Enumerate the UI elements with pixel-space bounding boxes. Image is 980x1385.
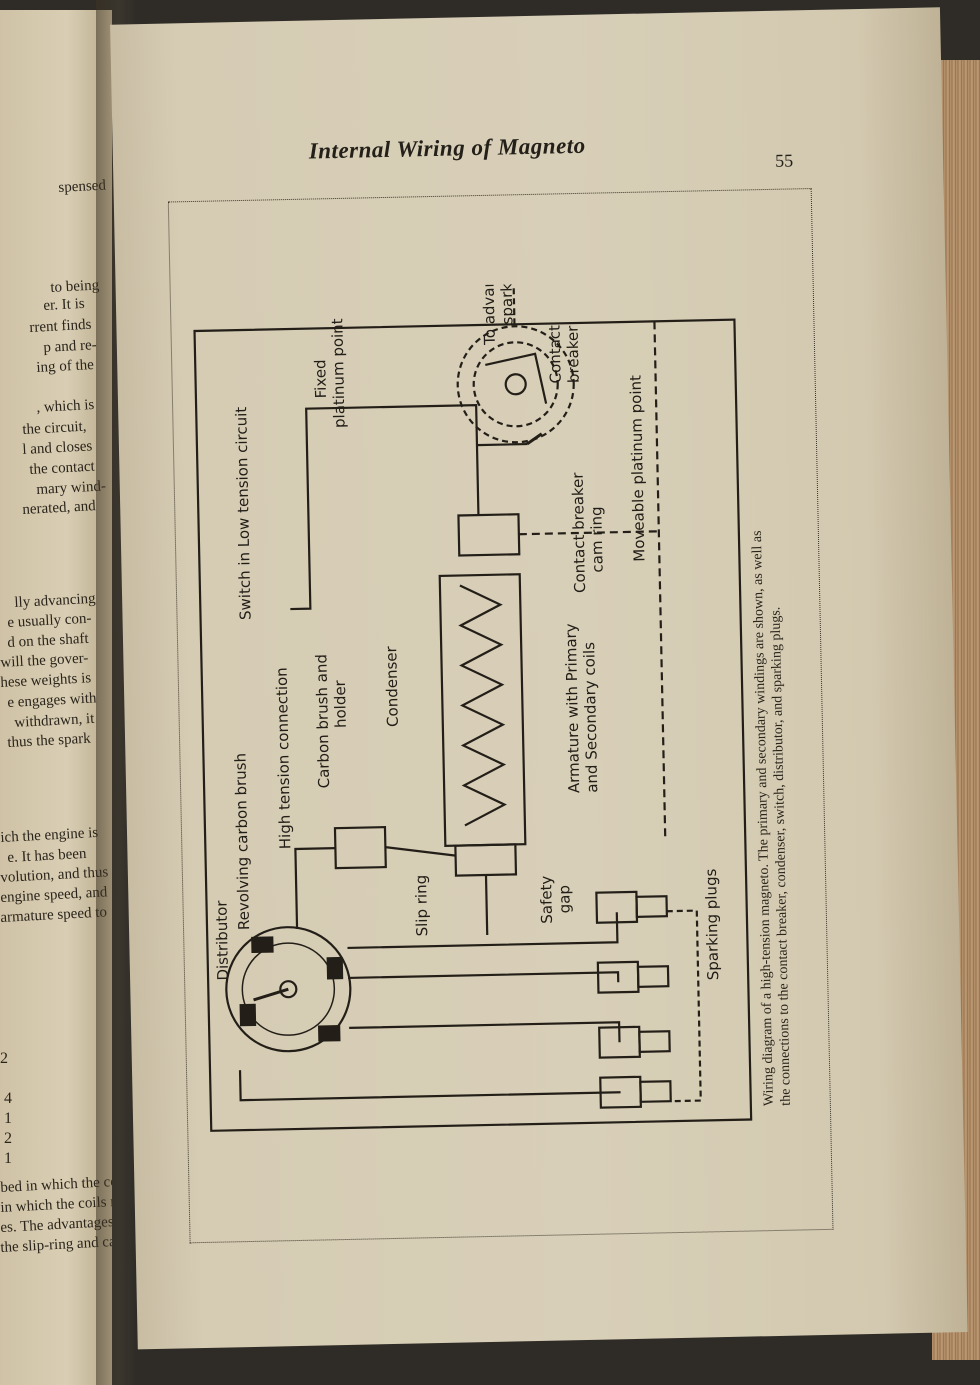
label-condenser: Condenser bbox=[382, 645, 402, 727]
contact-breaker-arm bbox=[485, 352, 548, 404]
left-page-line: withdrawn, it bbox=[14, 710, 96, 731]
left-page-line: armature speed to bbox=[0, 904, 108, 926]
label-contact-breaker-2: breaker bbox=[563, 325, 582, 384]
carbon-brush-holder bbox=[333, 825, 387, 870]
left-page-line: nerated, and bbox=[21, 498, 96, 518]
left-page-number: 2 bbox=[4, 1130, 12, 1147]
label-sparking-plugs: Sparking plugs bbox=[702, 868, 722, 980]
left-page-line: rrent finds bbox=[28, 316, 92, 336]
ground-lead bbox=[518, 530, 659, 536]
left-page-line: , which is bbox=[36, 396, 95, 416]
spark-plug bbox=[596, 960, 670, 994]
armature-winding bbox=[458, 584, 507, 827]
ground-lead bbox=[653, 321, 667, 842]
slip-ring bbox=[454, 843, 518, 877]
distributor-segment bbox=[317, 1024, 341, 1042]
label-high-tension-connection: High tension connection bbox=[273, 667, 295, 849]
distributor-segment bbox=[239, 1003, 257, 1027]
left-page-line: e engages with bbox=[7, 690, 98, 711]
distributor-segment bbox=[326, 956, 344, 980]
left-page-line: volution, and thus bbox=[0, 864, 109, 886]
label-safety-gap-2: gap bbox=[555, 885, 574, 914]
label-revolving-carbon-brush: Revolving carbon brush bbox=[231, 753, 253, 930]
distributor-disc bbox=[225, 926, 352, 1053]
ground-return bbox=[666, 909, 702, 1103]
page-number: 55 bbox=[774, 150, 794, 171]
left-page-number: 2 bbox=[0, 1050, 8, 1067]
left-page-line: thus the spark bbox=[7, 730, 92, 751]
left-page-line: p and re- bbox=[43, 337, 98, 356]
label-cam-ring-1: Contact breaker bbox=[569, 472, 590, 594]
high-tension-lead bbox=[294, 847, 336, 929]
label-distributor: Distributor bbox=[212, 900, 232, 981]
condenser bbox=[457, 513, 521, 557]
label-armature-2: and Secondary coils bbox=[580, 642, 601, 793]
distributor-segment bbox=[251, 936, 274, 954]
label-switch: Switch in Low tension circuit bbox=[232, 407, 254, 621]
label-safety-gap-1: Safety bbox=[537, 875, 556, 923]
switch-lead bbox=[476, 442, 527, 447]
right-page: Internal Wiring of Magneto 55 bbox=[110, 7, 968, 1350]
left-page-line: l and closes bbox=[21, 438, 93, 458]
brush-lead bbox=[385, 846, 456, 857]
left-page-line: ich the engine is bbox=[0, 824, 99, 846]
plug-lead bbox=[347, 912, 619, 950]
label-contact-breaker-1: Contact bbox=[545, 325, 564, 384]
left-page-line: e. It has been bbox=[7, 845, 88, 866]
diagram-outer-frame bbox=[193, 318, 753, 1132]
label-cam-ring-2: cam ring bbox=[587, 506, 606, 573]
plug-lead bbox=[238, 1070, 621, 1102]
low-tension-circuit bbox=[290, 403, 480, 611]
label-carbon-brush-holder-2: holder bbox=[331, 679, 350, 728]
advance-lever bbox=[512, 284, 516, 325]
left-page-line: the contact bbox=[28, 458, 95, 478]
left-page-number: 1 bbox=[4, 1150, 12, 1167]
left-page-line: will the gover- bbox=[0, 650, 89, 671]
page-title: Internal Wiring of Magneto bbox=[308, 132, 586, 164]
slip-ring-shaft bbox=[484, 874, 489, 936]
distributor-inner-ring bbox=[241, 942, 336, 1036]
label-fixed-platinum-2: platinum point bbox=[328, 318, 348, 428]
left-page-line: to being bbox=[50, 277, 100, 296]
label-fixed-platinum-1: Fixed bbox=[311, 359, 330, 398]
left-page-line: e usually con- bbox=[7, 610, 93, 631]
distributor-hub bbox=[279, 980, 298, 999]
label-armature-1: Armature with Primary bbox=[562, 623, 584, 793]
left-page-line: hese weights is bbox=[0, 670, 92, 691]
plug-lead bbox=[348, 971, 620, 983]
label-slip-ring: Slip ring bbox=[412, 875, 431, 937]
spark-plug bbox=[598, 1025, 671, 1059]
left-page-number: 1 bbox=[4, 1110, 12, 1127]
left-page-line: ing of the bbox=[36, 356, 95, 376]
left-page-line: engine speed, and bbox=[0, 884, 108, 906]
left-page-line: d on the shaft bbox=[7, 630, 90, 651]
plug-lead bbox=[349, 1021, 621, 1043]
contact-breaker-hub bbox=[504, 373, 527, 396]
spark-plug bbox=[595, 890, 669, 924]
spark-plug bbox=[599, 1075, 672, 1109]
label-to-advance-1: To advance bbox=[479, 279, 499, 346]
left-page-line: the circuit, bbox=[21, 418, 87, 438]
left-page-line: lly advancing bbox=[14, 590, 97, 611]
contact-breaker-cam-ring bbox=[456, 325, 575, 444]
label-to-advance-2: spark bbox=[498, 283, 517, 325]
left-page-line: er. It is bbox=[43, 295, 86, 314]
wiring-diagram: Distributor Revolving carbon brush High … bbox=[193, 279, 753, 1132]
left-page-number: 4 bbox=[4, 1090, 12, 1107]
label-moveable-platinum: Moveable platinum point bbox=[627, 375, 649, 562]
label-carbon-brush-holder-1: Carbon brush and bbox=[312, 654, 333, 789]
